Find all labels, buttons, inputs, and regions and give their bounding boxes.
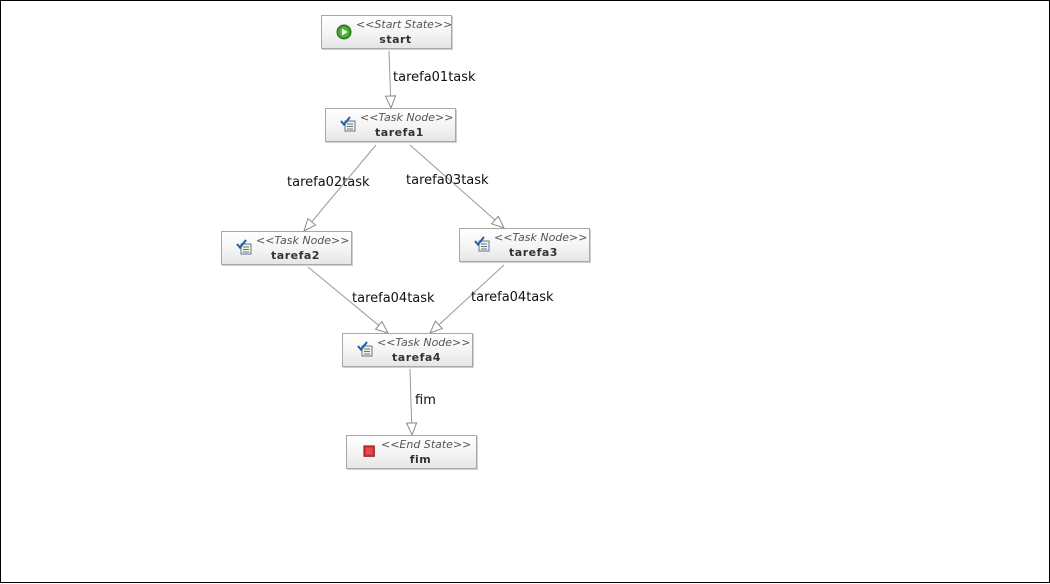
transition-label[interactable]: tarefa01task bbox=[393, 70, 476, 85]
edge-tarefa1-tarefa2[interactable] bbox=[304, 144, 377, 231]
node-name: tarefa4 bbox=[392, 351, 441, 364]
edge-tarefa1-tarefa3[interactable] bbox=[409, 144, 504, 228]
node-name: tarefa1 bbox=[375, 126, 424, 139]
node-fim[interactable]: <<End State>> fim bbox=[346, 435, 477, 469]
edge-tarefa3-tarefa4[interactable] bbox=[430, 264, 505, 333]
end-state-icon bbox=[363, 445, 375, 457]
task-node-icon bbox=[357, 341, 373, 357]
node-stereotype: <<Start State>> bbox=[356, 18, 453, 31]
node-stereotype: <<Task Node>> bbox=[256, 234, 350, 247]
edge-tarefa2-tarefa4[interactable] bbox=[307, 266, 388, 333]
node-tarefa4[interactable]: <<Task Node>> tarefa4 bbox=[342, 333, 473, 367]
node-name: tarefa3 bbox=[509, 246, 558, 259]
transition-label[interactable]: tarefa02task bbox=[287, 175, 370, 190]
edge-tarefa4-fim[interactable] bbox=[410, 368, 412, 435]
node-name: fim bbox=[409, 453, 432, 466]
node-tarefa1[interactable]: <<Task Node>> tarefa1 bbox=[325, 108, 456, 142]
task-node-icon bbox=[474, 236, 490, 252]
node-stereotype: <<Task Node>> bbox=[494, 231, 588, 244]
transition-label[interactable]: tarefa04task bbox=[471, 290, 554, 305]
edge-start-tarefa1[interactable] bbox=[389, 50, 391, 108]
task-node-icon bbox=[236, 239, 252, 255]
node-name: start bbox=[379, 33, 412, 46]
transition-label[interactable]: tarefa04task bbox=[352, 291, 435, 306]
node-name: tarefa2 bbox=[271, 249, 320, 262]
task-node-icon bbox=[340, 116, 356, 132]
transition-label[interactable]: tarefa03task bbox=[406, 173, 489, 188]
node-tarefa2[interactable]: <<Task Node>> tarefa2 bbox=[221, 231, 352, 265]
node-tarefa3[interactable]: <<Task Node>> tarefa3 bbox=[459, 228, 590, 262]
node-start[interactable]: <<Start State>> start bbox=[321, 15, 452, 49]
node-stereotype: <<Task Node>> bbox=[360, 111, 454, 124]
node-stereotype: <<Task Node>> bbox=[377, 336, 471, 349]
start-state-icon bbox=[336, 24, 352, 40]
node-stereotype: <<End State>> bbox=[381, 438, 472, 451]
transition-label[interactable]: fim bbox=[415, 393, 436, 408]
